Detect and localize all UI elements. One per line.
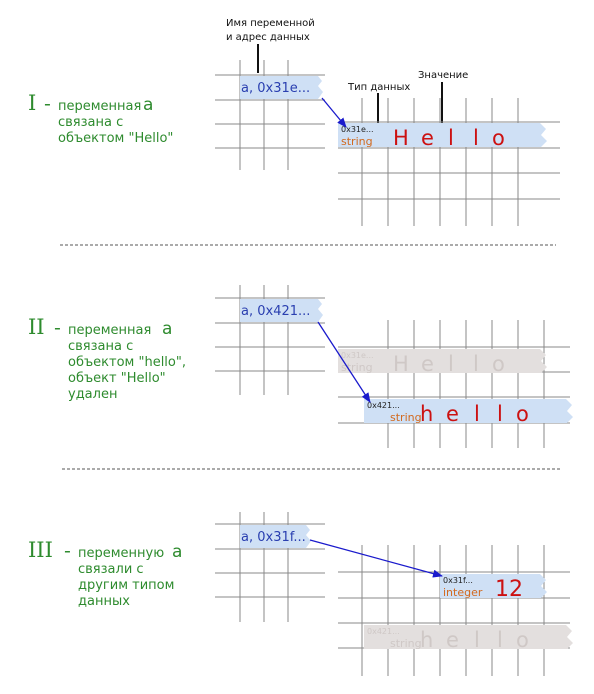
panel-3-orphan-value-char: l [474,628,480,652]
panel-3: a, 0x31f... 0x31f... integer 12 0x421...… [28,512,573,676]
panel-3-numeral: III [28,538,53,562]
panel-3-object-address: 0x31f... [443,576,473,585]
panel-3-object-cell [440,574,547,598]
panel-2-caption-line: переменная [68,323,151,338]
panel-1: a, 0x31e... 0x31e... string H e l l o I … [28,60,560,226]
panel-2-object-cell [364,399,573,423]
panel-3-orphan-value-char: l [497,628,503,652]
panel-3-memory-grid [338,545,570,676]
panel-2-value-char: l [497,402,503,426]
panel-2-variable-label: a, 0x421... [241,304,310,319]
panel-2-removed-object-type: string [341,361,373,374]
panel-2-value-char: h [420,402,433,426]
panel-1-caption-var: a [143,95,153,115]
panel-1-caption-line: связана с [58,115,123,130]
panel-2-dash: - [54,317,61,339]
panel-2-removed-value-char: l [473,352,479,376]
panel-3-caption-line: связали с [78,562,144,577]
panel-2-reference-arrow [317,321,371,403]
panel-2: a, 0x421... 0x31e... string H e l l o 0x… [28,285,573,448]
panel-2-object-type: string [390,411,422,424]
panel-3-orphan-value-char: o [516,628,529,652]
annotation-var-name-line1: Имя переменной [226,18,315,29]
panel-3-orphan-object-address: 0x421... [367,627,400,636]
panel-1-caption-line: объектом "Hello" [58,131,173,146]
panel-2-numeral: II [28,315,45,339]
annotation-var-name-line2: и адрес данных [226,32,310,43]
panel-2-removed-object-address: 0x31e... [341,351,374,360]
panel-2-removed-value-char: o [492,352,505,376]
panel-3-orphan-value-char: e [446,628,459,652]
panel-2-caption-line: связана с [68,339,133,354]
panel-3-caption-line: данных [78,594,130,609]
panel-2-value-char: e [446,402,459,426]
panel-1-value-char: o [492,126,505,150]
panel-2-removed-value-char: H [393,352,409,376]
panel-1-value-char: l [448,126,454,150]
panel-3-reference-arrow [309,539,443,578]
panel-2-removed-value-char: e [421,352,434,376]
annotation-value: Значение [418,70,468,81]
annotation-data-type: Тип данных [347,82,410,93]
panel-3-caption-line: другим типом [78,578,174,593]
panel-3-variable-label: a, 0x31f... [241,530,306,545]
panel-2-removed-object-cell [338,349,547,373]
panel-2-value-char: o [516,402,529,426]
panel-3-variable-cell [240,525,311,548]
panel-3-object-type: integer [443,586,483,599]
panel-1-value-char: H [393,126,409,150]
panel-2-object-address: 0x421... [367,401,400,410]
panel-1-object-cell [338,123,547,147]
panel-1-dash: - [44,93,51,115]
panel-3-value: 12 [495,577,523,602]
panel-3-orphan-value-char: h [420,628,433,652]
panel-3-orphan-object-cell [364,625,573,649]
panel-1-object-address: 0x31e... [341,125,374,134]
panel-2-value-char: l [474,402,480,426]
panel-3-caption-var: a [172,542,182,562]
panel-1-value-char: e [421,126,434,150]
panel-3-caption-line: переменную [78,546,164,561]
panel-2-caption-line: объектом "hello", [68,355,186,370]
panel-2-variable-cell [240,299,323,322]
panel-1-numeral: I [28,91,36,115]
panel-1-caption-line: переменная [58,99,141,114]
panel-1-object-type: string [341,135,373,148]
panel-1-variable-label: a, 0x31e... [241,81,310,96]
panel-3-dash: - [64,540,71,562]
panel-1-variable-cell [240,76,323,99]
panel-2-caption-line: объект "Hello" [68,371,166,386]
panel-2-caption-line: удален [68,387,117,402]
panel-2-memory-grid [338,320,570,448]
panel-3-orphan-object-type: string [390,637,422,650]
panel-2-caption-var: a [162,319,172,339]
panel-2-removed-value-char: l [448,352,454,376]
panel-1-value-char: l [473,126,479,150]
panel-1-reference-arrow [321,97,347,128]
panel-1-memory-grid [338,98,560,226]
